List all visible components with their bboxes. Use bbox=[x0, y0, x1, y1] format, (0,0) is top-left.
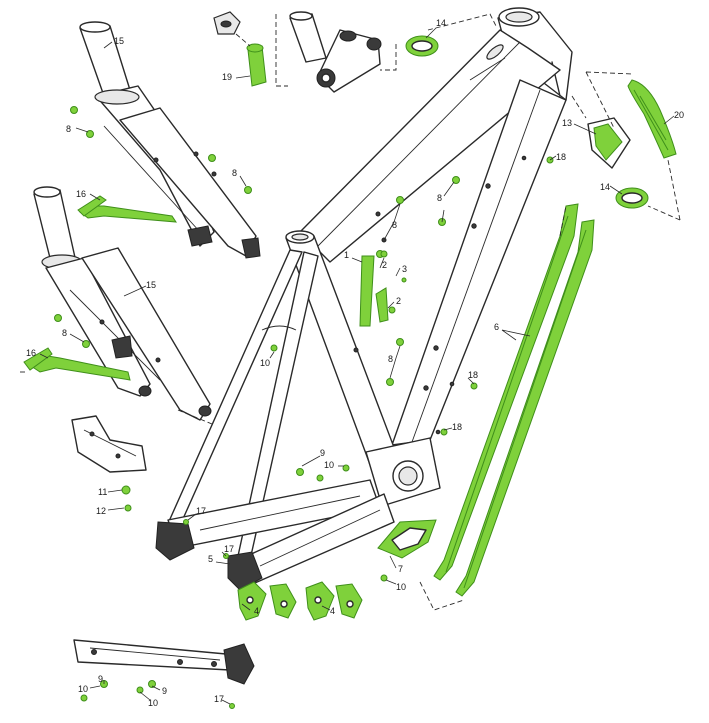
callout-8-toptube-right: 8 bbox=[437, 193, 442, 203]
callout-17-chainstay: 17 bbox=[214, 694, 224, 704]
callout-12: 12 bbox=[96, 506, 106, 516]
fork-upper bbox=[79, 21, 261, 259]
callout-9-chainstay-left: 9 bbox=[98, 674, 103, 684]
thru-axle-lower bbox=[23, 347, 131, 381]
thru-axle-upper bbox=[77, 195, 177, 223]
callout-18-headtube: 18 bbox=[556, 152, 566, 162]
callout-19: 19 bbox=[222, 72, 232, 82]
callout-16-upper: 16 bbox=[76, 189, 86, 199]
bolts bbox=[54, 106, 554, 709]
callout-17-dropout-right: 17 bbox=[224, 544, 234, 554]
callout-18-downtube-lower: 18 bbox=[452, 422, 462, 432]
right-side-parts bbox=[587, 79, 677, 209]
headset-parts bbox=[213, 11, 439, 93]
callout-8-fork-upper-right: 8 bbox=[232, 168, 237, 178]
callout-10-bb: 10 bbox=[324, 460, 334, 470]
callout-15-fork-lower: 15 bbox=[146, 280, 156, 290]
callout-10-chainstay-left: 10 bbox=[78, 684, 88, 694]
callout-2-lower: 2 bbox=[396, 296, 401, 306]
callout-3: 3 bbox=[402, 264, 407, 274]
callout-8-toptube-left: 8 bbox=[392, 220, 397, 230]
callout-9-chainstay-right: 9 bbox=[162, 686, 167, 696]
callout-14-top: 14 bbox=[436, 18, 446, 28]
callout-5: 5 bbox=[208, 554, 213, 564]
leader-lines bbox=[39, 27, 675, 705]
callout-20: 20 bbox=[674, 110, 684, 120]
callout-6: 6 bbox=[494, 322, 499, 332]
callout-18-downtube-upper: 18 bbox=[468, 370, 478, 380]
assembly-lines bbox=[20, 13, 681, 611]
derailleur-hangers bbox=[237, 581, 363, 621]
main-frame bbox=[155, 7, 573, 591]
downtube-protector bbox=[433, 203, 595, 597]
callout-4-right: 4 bbox=[330, 606, 335, 616]
chainstay-part bbox=[73, 639, 255, 685]
callout-7: 7 bbox=[398, 564, 403, 574]
callout-10-seatstay: 10 bbox=[260, 358, 270, 368]
callout-10-chainstay-right: 10 bbox=[148, 698, 158, 708]
callout-8-downtube: 8 bbox=[388, 354, 393, 364]
callout-labels: 15 8 8 16 15 8 16 19 14 20 13 18 14 8 8 … bbox=[26, 18, 684, 708]
callout-14-bottom: 14 bbox=[600, 182, 610, 192]
callout-10-guard: 10 bbox=[396, 582, 406, 592]
dropout-insert bbox=[71, 415, 147, 473]
callout-2-upper: 2 bbox=[382, 260, 387, 270]
chain-guard bbox=[377, 519, 437, 559]
callout-4-left: 4 bbox=[254, 606, 259, 616]
callout-16-lower: 16 bbox=[26, 348, 36, 358]
callout-17-dropout-left: 17 bbox=[196, 506, 206, 516]
fork-lower bbox=[33, 186, 212, 421]
callout-8-fork-lower: 8 bbox=[62, 328, 67, 338]
callout-11: 11 bbox=[98, 487, 107, 497]
callout-1: 1 bbox=[344, 250, 349, 260]
callout-15-fork-upper: 15 bbox=[114, 36, 124, 46]
callout-13: 13 bbox=[562, 118, 572, 128]
callout-8-fork-upper-left: 8 bbox=[66, 124, 71, 134]
callout-9-bb: 9 bbox=[320, 448, 325, 458]
